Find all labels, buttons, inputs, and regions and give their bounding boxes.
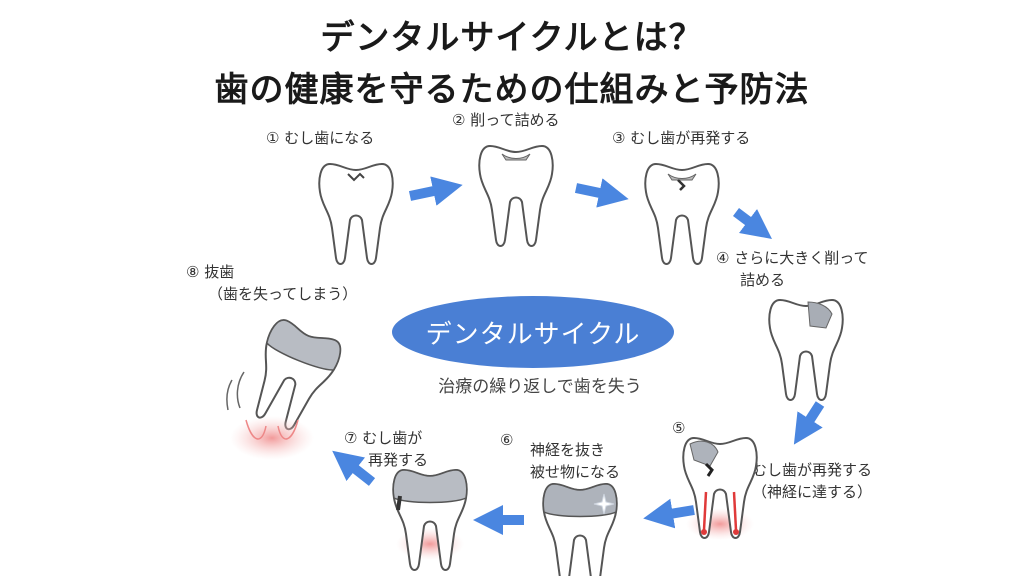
tooth-2-icon — [478, 145, 554, 247]
step-8-label-line2: （歯を失ってしまう） — [208, 285, 358, 303]
step-3-label: ③ むし歯が再発する — [612, 129, 751, 147]
arrow-3-icon — [733, 208, 772, 239]
cycle-subtitle: 治療の繰り返しで歯を失う — [438, 377, 642, 397]
step-7-label-line1: ⑦ むし歯が — [344, 429, 423, 447]
arrow-1-icon — [408, 176, 463, 206]
dental-cycle-label: デンタルサイクル — [425, 319, 641, 350]
tooth-8-icon — [238, 315, 346, 438]
motion-lines-icon — [226, 371, 245, 411]
step-5-label-line1: むし歯が再発する — [752, 461, 873, 479]
step-8-label-line1: ⑧ 抜歯 — [186, 263, 235, 281]
tooth-3-icon — [644, 163, 720, 265]
arrow-7-icon — [332, 450, 376, 486]
step-4-label-line1: ④ さらに大きく削って — [716, 249, 869, 267]
tooth-4-icon — [768, 299, 844, 401]
step-6-number: ⑥ — [500, 431, 514, 449]
step-1-label: ① むし歯になる — [266, 129, 375, 147]
sparkle-icon — [593, 493, 615, 515]
step-5-label-line2: （神経に達する） — [752, 483, 873, 501]
arrow-2-icon — [574, 178, 629, 208]
page-title-line2: 歯の健康を守るための仕組みと予防法 — [214, 70, 810, 110]
tooth-5-icon — [682, 437, 758, 540]
page-title-line1: デンタルサイクルとは？ — [320, 18, 704, 58]
step-6-label-line1: 神経を抜き — [530, 441, 606, 459]
arrow-4-icon — [793, 401, 825, 445]
tooth-1-icon — [318, 163, 394, 265]
dental-cycle-ellipse: デンタルサイクル — [392, 296, 674, 368]
step-5-number: ⑤ — [672, 419, 686, 437]
step-7-label-line2: 再発する — [368, 451, 429, 469]
step-4-label-line2: 詰める — [740, 271, 786, 289]
step-2-label: ② 削って詰める — [452, 111, 560, 129]
step-6-label-line2: 被せ物になる — [530, 463, 621, 481]
tooth-7-icon — [392, 469, 468, 571]
tooth-6-icon — [542, 483, 618, 576]
arrow-5-icon — [643, 498, 695, 529]
empty-gum-icon — [230, 416, 314, 460]
